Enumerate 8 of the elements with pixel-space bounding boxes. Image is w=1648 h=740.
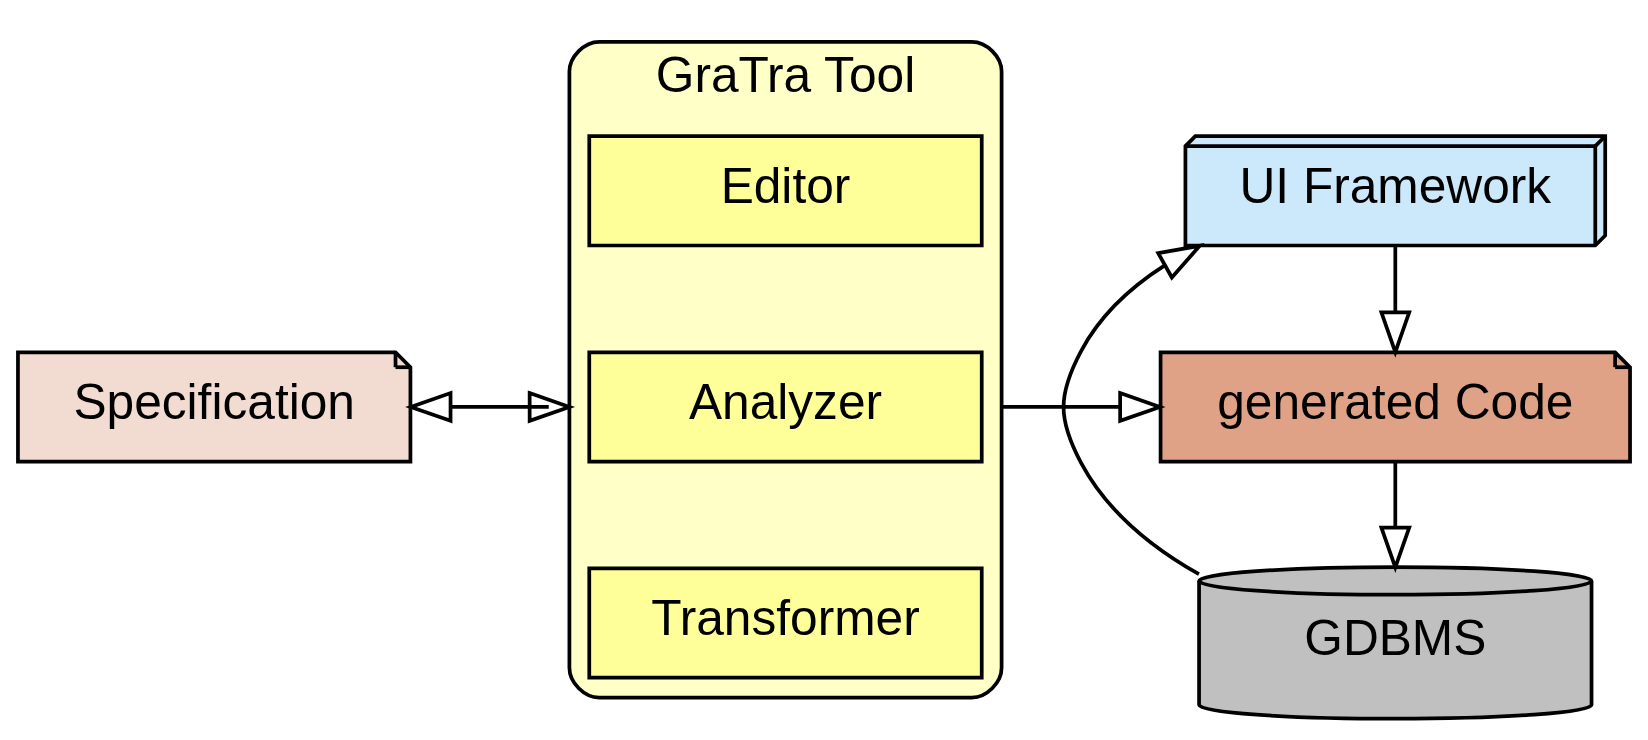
arrow xyxy=(1378,245,1412,358)
arrow xyxy=(1378,462,1412,573)
node-box: Analyzer xyxy=(587,350,984,464)
arrow xyxy=(405,390,576,424)
node-box: Editor xyxy=(587,134,984,248)
node-box: Transformer xyxy=(587,566,984,680)
arrow xyxy=(1061,243,1205,576)
arrow xyxy=(1001,390,1166,424)
